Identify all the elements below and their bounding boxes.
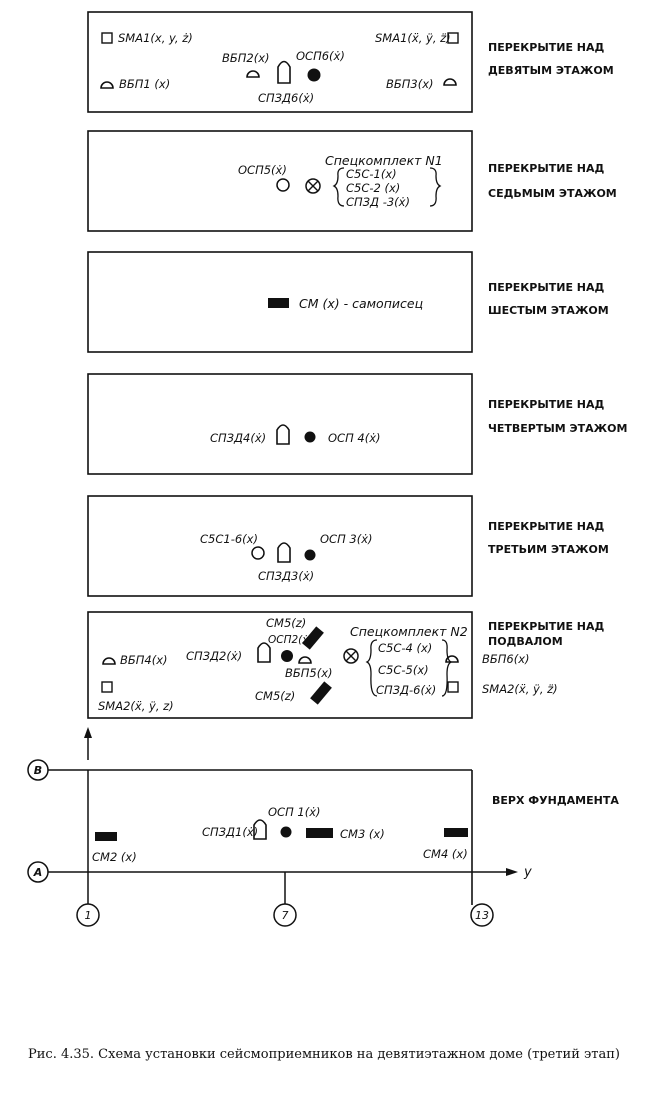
- sma1-left-square-icon: [101, 32, 113, 44]
- vbp3-label: ВБП3(x): [386, 77, 434, 91]
- sm5-top-label: СМ5(z): [266, 616, 306, 630]
- foundation-title: ВЕРХ ФУНДАМЕНТА: [492, 794, 619, 807]
- floor-label-3-line1: ПЕРЕКРЫТИЕ НАД: [488, 520, 605, 533]
- spec-kit-1-item-3: СПЗД -3(ẋ): [346, 195, 410, 209]
- vbp6-label: ВБП6(x): [482, 652, 530, 666]
- spec-kit-1-cross-icon: [305, 178, 321, 194]
- osp1-dot-icon: [280, 826, 292, 838]
- floor-label-3-line2: ТРЕТЬИМ ЭТАЖОМ: [488, 543, 609, 556]
- spzd6-sensor-icon: [277, 60, 291, 84]
- sma2-left-square-icon: [101, 681, 113, 693]
- floor-label-6-line2: ШЕСТЫМ ЭТАЖОМ: [488, 304, 609, 317]
- s5s1-circle-icon: [251, 546, 265, 560]
- grid-7-label: 7: [282, 909, 289, 922]
- floor-label-6-line1: ПЕРЕКРЫТИЕ НАД: [488, 281, 605, 294]
- vbp2-semicircle-icon: [246, 70, 260, 78]
- sm4-label: СМ4 (x): [423, 847, 468, 861]
- axis-a-circle: [27, 861, 49, 883]
- sma2-right-label: SMA2(ẍ, ӱ, z̈): [482, 682, 558, 696]
- floor-plan-panel-4: [87, 373, 473, 475]
- floor-label-4-line2: ЧЕТВЕРТЫМ ЭТАЖОМ: [488, 422, 627, 435]
- spec-kit-2-title: Спецкомплект N2: [350, 624, 468, 639]
- spzd4-sensor-icon: [276, 424, 290, 445]
- vbp6-semicircle-icon: [445, 655, 459, 663]
- axis-b-label: В: [34, 764, 42, 777]
- floor-plan-panel-9: [87, 11, 473, 113]
- osp4-dot-icon: [304, 431, 316, 443]
- spec-kit-2-item-2: С5С-5(x): [378, 663, 429, 677]
- floor-label-9-line2: ДЕВЯТЫМ ЭТАЖОМ: [488, 64, 614, 77]
- grid-1-circle: [76, 903, 100, 927]
- spzd3-sensor-icon: [277, 542, 291, 563]
- osp3-label: ОСП 3(ẋ): [320, 532, 372, 546]
- spzd1-label: СПЗД1(ẋ): [202, 825, 258, 839]
- vbp5-label: ВБП5(x): [285, 666, 333, 680]
- sm-recorder-label: СМ (x) - самописец: [299, 296, 423, 311]
- vbp3-semicircle-icon: [443, 78, 457, 86]
- floor-plan-panel-basement: [87, 611, 473, 719]
- vbp1-label: ВБП1 (x): [119, 77, 170, 91]
- osp3-dot-icon: [304, 549, 316, 561]
- vbp1-semicircle-icon: [100, 81, 114, 89]
- sma1-left-label: SMA1(x, y, ż): [118, 31, 193, 45]
- spec-kit-2-cross-icon: [343, 648, 359, 664]
- sma1-right-label: SMA1(ẍ, ӱ, z̈): [375, 31, 451, 45]
- spzd4-label: СПЗД4(ẋ): [210, 431, 266, 445]
- vbp4-semicircle-icon: [102, 657, 116, 665]
- floor-plan-panel-7: [87, 130, 473, 232]
- osp1-label: ОСП 1(ẋ): [268, 805, 320, 819]
- sm5-bottom-label: СМ5(z): [255, 689, 295, 703]
- spzd2-label: СПЗД2(ẋ): [186, 649, 242, 663]
- spec-kit-1-item-2: С5С-2 (x): [346, 181, 400, 195]
- grid-1-label: 1: [85, 909, 92, 922]
- spzd3-label: СПЗД3(ẋ): [258, 569, 314, 583]
- spec-kit-2-item-3: СПЗД-6(ẋ): [376, 683, 436, 697]
- floor-label-basement-line1: ПЕРЕКРЫТИЕ НАД: [488, 620, 605, 633]
- axis-y-label: у: [523, 865, 532, 880]
- vbp4-label: ВБП4(x): [120, 653, 168, 667]
- floor-label-7-line2: СЕДЬМЫМ ЭТАЖОМ: [488, 187, 617, 200]
- floor-label-9-line1: ПЕРЕКРЫТИЕ НАД: [488, 41, 605, 54]
- osp2-dot-icon: [281, 650, 293, 662]
- vbp5-semicircle-icon: [298, 656, 312, 664]
- grid-13-circle: [470, 903, 494, 927]
- sm-recorder-rect-icon: [268, 298, 289, 308]
- sma1-right-square-icon: [447, 32, 459, 44]
- spec-kit-2-item-1: С5С-4 (x): [378, 641, 432, 655]
- osp5-label: ОСП5(ẋ): [238, 163, 287, 177]
- sm3-rect-icon: [306, 828, 333, 838]
- floor-label-4-line1: ПЕРЕКРЫТИЕ НАД: [488, 398, 605, 411]
- figure-caption: Рис. 4.35. Схема установки сейсмоприемни…: [28, 1047, 620, 1062]
- floor-label-7-line1: ПЕРЕКРЫТИЕ НАД: [488, 162, 605, 175]
- sm2-rect-icon: [95, 832, 117, 841]
- osp4-label: ОСП 4(ẋ): [328, 431, 380, 445]
- sma2-left-label: SMA2(ẍ, ӱ, z): [98, 699, 174, 713]
- osp2-label: ОСП2(ẋ): [268, 634, 313, 646]
- sm3-label: СМ3 (x): [340, 827, 385, 841]
- osp6-dot-icon: [307, 68, 321, 82]
- vbp2-label: ВБП2(x): [222, 51, 270, 65]
- sma2-right-square-icon: [447, 681, 459, 693]
- y-axis-arrow-icon: [506, 868, 518, 876]
- osp5-circle-icon: [276, 178, 290, 192]
- s5s1-label: С5С1-6(x): [200, 532, 258, 546]
- spzd2-sensor-icon: [257, 642, 271, 663]
- floor-plan-panel-6: [87, 251, 473, 353]
- spec-kit-1-item-1: С5С-1(x): [346, 167, 397, 181]
- sm5-bottom-rect-icon: [310, 681, 332, 705]
- floor-plan-panel-3: [87, 495, 473, 597]
- osp6-label: ОСП6(ẋ): [296, 49, 345, 63]
- floor-label-basement-line2: ПОДВАЛОМ: [488, 635, 563, 648]
- grid-7-circle: [273, 903, 297, 927]
- spzd6-label: СПЗД6(ẋ): [258, 91, 314, 105]
- sm5-top-rect-icon: [302, 626, 324, 650]
- spec-kit-1-title: Спецкомплект N1: [325, 153, 443, 168]
- sm2-label: СМ2 (x): [92, 850, 137, 864]
- spzd1-sensor-icon: [253, 819, 267, 840]
- axis-a-label: А: [33, 866, 43, 879]
- axis-b-circle: [27, 759, 49, 781]
- sm4-rect-icon: [444, 828, 468, 837]
- grid-13-label: 13: [475, 909, 489, 922]
